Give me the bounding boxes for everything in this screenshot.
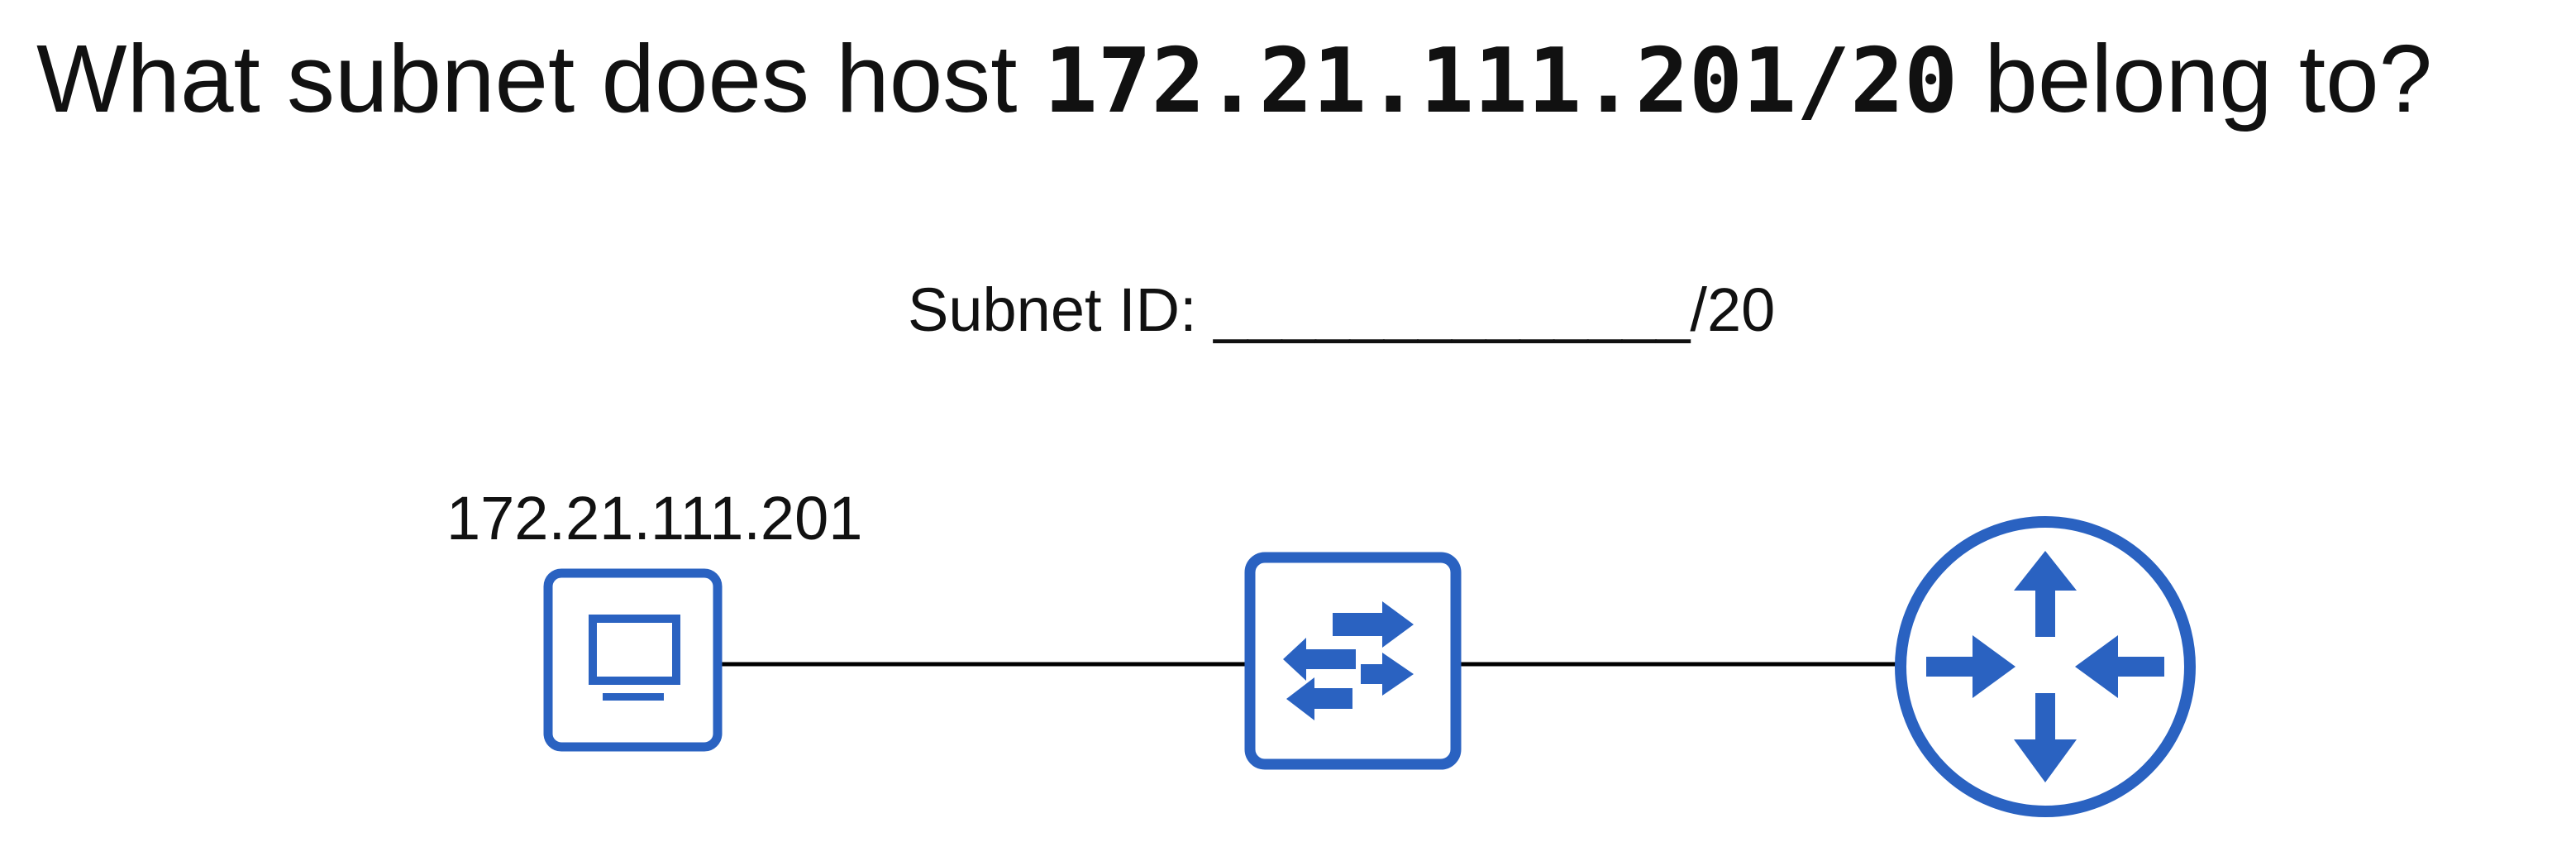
question-suffix: belong to? xyxy=(1958,25,2433,132)
router-icon xyxy=(1895,516,2196,817)
subnet-id-mask: /20 xyxy=(1690,275,1776,344)
subnet-id-blank: ______________ xyxy=(1214,275,1691,344)
host-ip-label: 172.21.111.201 xyxy=(446,484,863,553)
subnet-id-prompt: Subnet ID: ______________/20 xyxy=(908,273,1775,347)
subnet-id-label: Subnet ID: xyxy=(908,275,1214,344)
question-address: 172.21.111.201/20 xyxy=(1043,30,1958,133)
pc-icon xyxy=(543,568,723,752)
question-prefix: What subnet does host xyxy=(36,25,1044,132)
question-title: What subnet does host 172.21.111.201/20 … xyxy=(36,25,2550,133)
switch-icon xyxy=(1244,552,1462,770)
